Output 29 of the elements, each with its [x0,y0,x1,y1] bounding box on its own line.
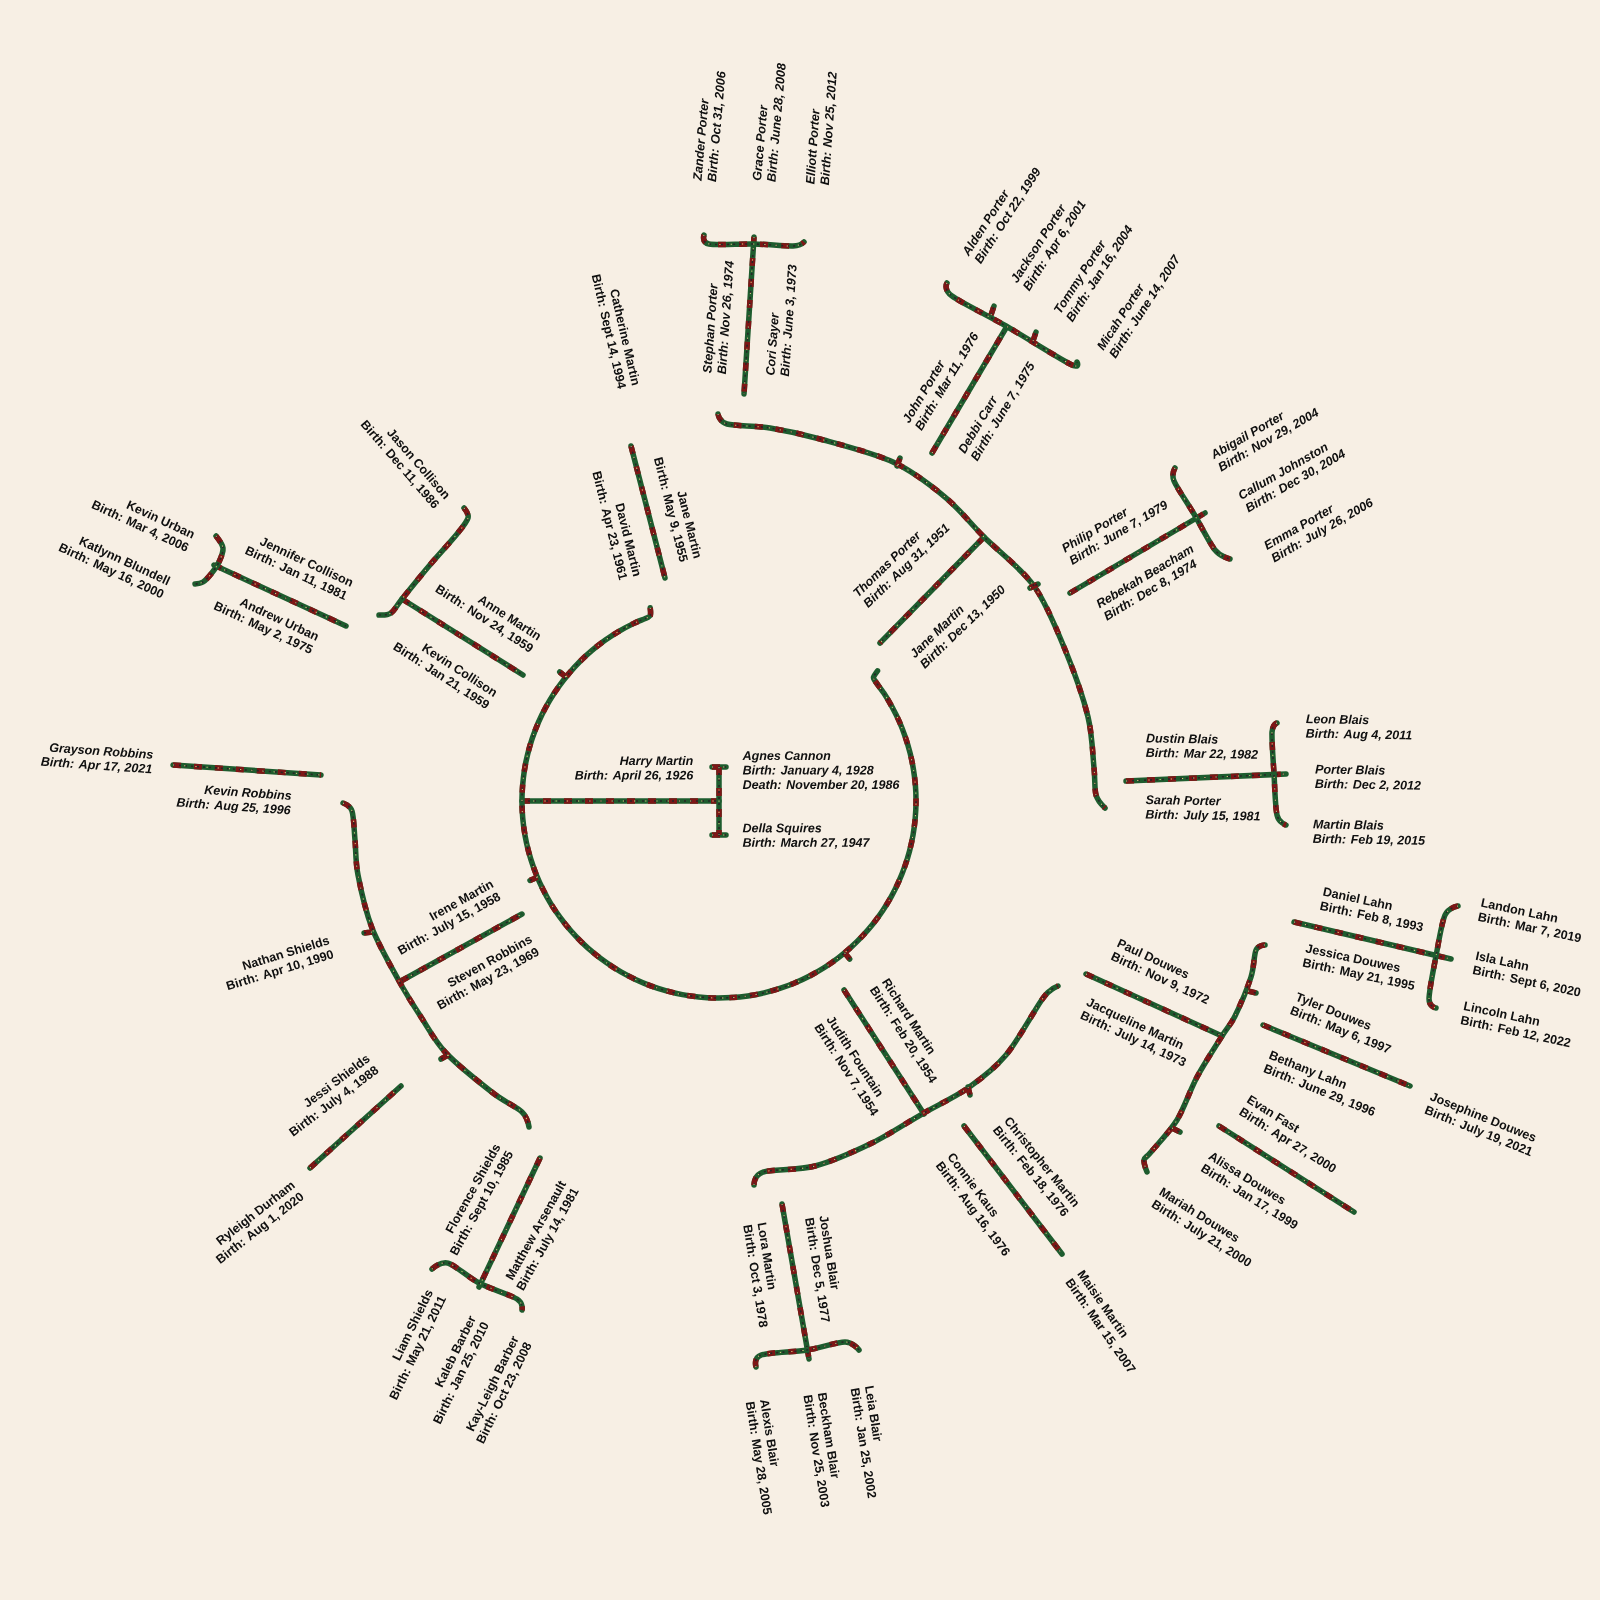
person-label: Daniel Lahn Birth: Feb 8, 1993 [1320,887,1423,932]
person-label: Grayson Robbins Birth: Apr 17, 2021 [40,743,153,774]
person-label: Porter Blais Birth: Dec 2, 2012 [1315,764,1421,792]
person-label: Catherine Martin Birth: Sept 14, 1994 [591,274,639,389]
person-label: Nathan Shields Birth: Apr 10, 1990 [226,937,334,991]
person-label: Kevin Robbins Birth: Aug 25, 1996 [176,785,292,815]
person-label: Lora Martin Birth: Oct 3, 1978 [743,1222,776,1328]
person-label: Stephan Porter Birth: Nov 26, 1974 [702,260,734,375]
person-label: Cori Sayer Birth: June 3, 1973 [766,264,797,377]
person-label: Jane Martin Birth: May 9, 1955 [654,457,701,562]
person-label: Leon Blais Birth: Aug 4, 2011 [1305,714,1412,742]
person-label: Zander Porter Birth: Oct 31, 2006 [693,71,726,182]
person-label: Grace Porter Birth: June 28, 2008 [752,62,786,183]
person-label: Della Squires Birth: March 27, 1947 [742,823,870,849]
person-label: Elliott Porter Birth: Nov 25, 2012 [805,71,837,186]
person-label: Jessica Douwes Birth: May 21, 1995 [1302,944,1415,990]
person-label: Landon Lahn Birth: Mar 7, 2019 [1478,898,1581,942]
person-label: Leia Blair Birth: Jan 25, 2002 [850,1385,882,1499]
person-label: Isla Lahn Birth: Sept 6, 2020 [1472,951,1581,997]
person-label: Dustin Blais Birth: Mar 22, 1982 [1145,733,1258,761]
person-label: Agnes Cannon Birth: January 4, 1928 Death: November 20, 1986 [742,751,900,791]
person-label: Alexis Blair Birth: May 28, 2005 [745,1400,779,1515]
person-label: Lincoln Lahn Birth: Feb 12, 2022 [1460,1001,1571,1048]
person-label: Joshua Blair Birth: Dec 5, 1977 [805,1215,840,1322]
person-label: David Martin Birth: Apr 23, 1961 [592,471,641,581]
person-label: Harry Martin Birth: April 26, 1926 [574,755,694,783]
person-label: Martin Blais Birth: Feb 19, 2015 [1312,819,1426,847]
person-label: Sarah Porter Birth: July 15, 1981 [1145,795,1260,823]
person-label: Beckham Blair Birth: Nov 25, 2003 [803,1392,840,1508]
